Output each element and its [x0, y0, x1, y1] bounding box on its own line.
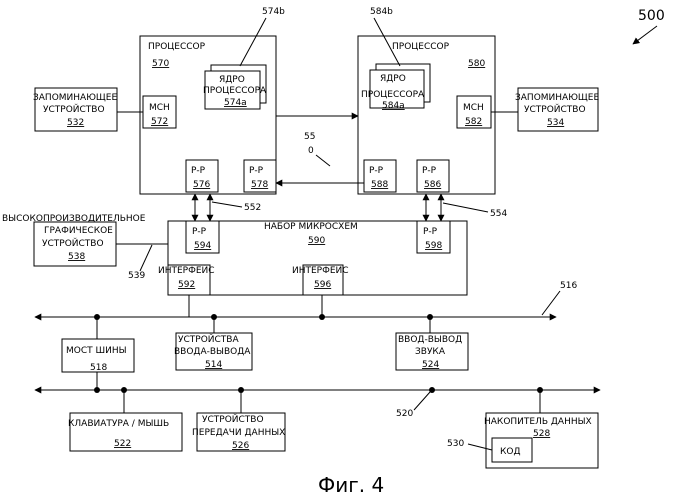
- ref-516: 516: [560, 281, 577, 291]
- chipset-num: 590: [308, 236, 325, 246]
- pp-578-num: 578: [251, 180, 268, 190]
- graphics-538-num: 538: [68, 252, 85, 262]
- mch-582-num: 582: [465, 117, 482, 127]
- pp-594-num: 594: [194, 241, 211, 251]
- memory-534-num: 534: [547, 118, 564, 128]
- memory-532: ЗАПОМИНАЮЩЕЕ УСТРОЙСТВО 532: [33, 88, 117, 131]
- memory-534-line1: ЗАПОМИНАЮЩЕЕ: [515, 93, 599, 103]
- audio-io-line1: ВВОД-ВЫВОД: [398, 335, 462, 345]
- comm-device-line1: УСТРОЙСТВО: [202, 413, 264, 425]
- pp-588-num: 588: [371, 180, 388, 190]
- mch-582-label: МСН: [463, 103, 484, 113]
- processor-core-584a-line2: ПРОЦЕССОРА: [361, 90, 425, 100]
- audio-io-num: 524: [422, 360, 439, 370]
- core-ref-584b: 584b: [370, 7, 393, 17]
- ref-539: 539: [128, 271, 145, 281]
- bus-bridge-518: МОСТ ШИНЫ 518: [62, 339, 134, 373]
- graphics-538-line2: ГРАФИЧЕСКОЕ: [44, 226, 113, 236]
- chipset-590: НАБОР МИКРОСХЕМ 590 Р-Р 594 Р-Р 598 ИНТЕ…: [158, 221, 467, 295]
- processor-570-title: ПРОЦЕССОР: [148, 42, 206, 52]
- comm-device-526: УСТРОЙСТВО ПЕРЕДАЧИ ДАННЫХ 526: [192, 413, 285, 451]
- processor-580: ПРОЦЕССОР 580 ЯДРО ПРОЦЕССОРА 584a 584b …: [358, 7, 495, 194]
- link-ref-b: 0: [308, 146, 314, 156]
- link-ref-a: 55: [304, 132, 315, 142]
- memory-534: ЗАПОМИНАЮЩЕЕ УСТРОЙСТВО 534: [515, 88, 599, 131]
- mch-572-num: 572: [151, 117, 168, 127]
- pp-598-num: 598: [425, 241, 442, 251]
- interface-592-label: ИНТЕРФЕЙС: [158, 264, 215, 276]
- bus-bridge-label: МОСТ ШИНЫ: [66, 346, 127, 356]
- code-label: КОД: [500, 447, 521, 457]
- pp-576-num: 576: [193, 180, 210, 190]
- memory-534-line2: УСТРОЙСТВО: [524, 103, 586, 115]
- figure-caption: Фиг. 4: [318, 473, 384, 497]
- memory-532-num: 532: [67, 118, 84, 128]
- io-devices-514: УСТРОЙСТВА ВВОДА-ВЫВОДА 514: [174, 333, 252, 370]
- processor-580-num: 580: [468, 59, 485, 69]
- keyboard-num: 522: [114, 439, 131, 449]
- pp-598-label: Р-Р: [423, 227, 438, 237]
- memory-532-line2: УСТРОЙСТВО: [43, 103, 105, 115]
- figure-ref: 500: [638, 8, 665, 24]
- mch-572-label: МСН: [149, 103, 170, 113]
- figure-ref-arrow: [633, 26, 657, 44]
- comm-device-line2: ПЕРЕДАЧИ ДАННЫХ: [192, 428, 285, 438]
- graphics-538-line3: УСТРОЙСТВО: [42, 237, 104, 249]
- processor-core-584a-num: 584a: [382, 101, 405, 111]
- audio-io-line2: ЗВУКА: [415, 347, 446, 357]
- processor-570: ПРОЦЕССОР 570 ЯДРО ПРОЦЕССОРА 574a 574b …: [140, 7, 285, 194]
- interface-592-num: 592: [178, 280, 195, 290]
- audio-io-524: ВВОД-ВЫВОД ЗВУКА 524: [396, 333, 468, 370]
- storage-528: НАКОПИТЕЛЬ ДАННЫХ 528 КОД: [484, 413, 598, 468]
- io-devices-line1: УСТРОЙСТВА: [178, 333, 239, 345]
- processor-580-title: ПРОЦЕССОР: [392, 42, 450, 52]
- keyboard-522: КЛАВИАТУРА / МЫШЬ 522: [68, 413, 182, 451]
- pp-578-label: Р-Р: [249, 166, 264, 176]
- processor-core-574a-line2: ПРОЦЕССОРА: [203, 86, 267, 96]
- processor-core-574a-num: 574a: [224, 98, 247, 108]
- chipset-title: НАБОР МИКРОСХЕМ: [264, 222, 358, 232]
- processor-570-num: 570: [152, 59, 169, 69]
- graphics-538: ВЫСОКОПРОИЗВОДИТЕЛЬНОЕ ГРАФИЧЕСКОЕ УСТРО…: [2, 214, 146, 266]
- ref-552: 552: [244, 203, 261, 213]
- pp-586-num: 586: [424, 180, 441, 190]
- pp-586-label: Р-Р: [422, 166, 437, 176]
- ref-520: 520: [396, 409, 413, 419]
- ref-554: 554: [490, 209, 507, 219]
- core-ref-574b: 574b: [262, 7, 285, 17]
- io-devices-num: 514: [205, 360, 222, 370]
- comm-device-num: 526: [232, 441, 249, 451]
- processor-core-574a-line1: ЯДРО: [219, 75, 245, 85]
- processor-core-584a-line1: ЯДРО: [380, 74, 406, 84]
- graphics-538-line1: ВЫСОКОПРОИЗВОДИТЕЛЬНОЕ: [2, 214, 146, 224]
- keyboard-label: КЛАВИАТУРА / МЫШЬ: [68, 419, 169, 429]
- pp-594-label: Р-Р: [192, 227, 207, 237]
- pp-576-label: Р-Р: [191, 166, 206, 176]
- memory-532-line1: ЗАПОМИНАЮЩЕЕ: [33, 93, 117, 103]
- storage-num: 528: [533, 429, 550, 439]
- ref-530: 530: [447, 439, 464, 449]
- io-devices-line2: ВВОДА-ВЫВОДА: [174, 347, 251, 357]
- interface-596-num: 596: [314, 280, 331, 290]
- bus-bridge-num: 518: [90, 363, 107, 373]
- storage-label: НАКОПИТЕЛЬ ДАННЫХ: [484, 417, 592, 427]
- interface-596-label: ИНТЕРФЕЙС: [292, 264, 349, 276]
- pp-588-label: Р-Р: [369, 166, 384, 176]
